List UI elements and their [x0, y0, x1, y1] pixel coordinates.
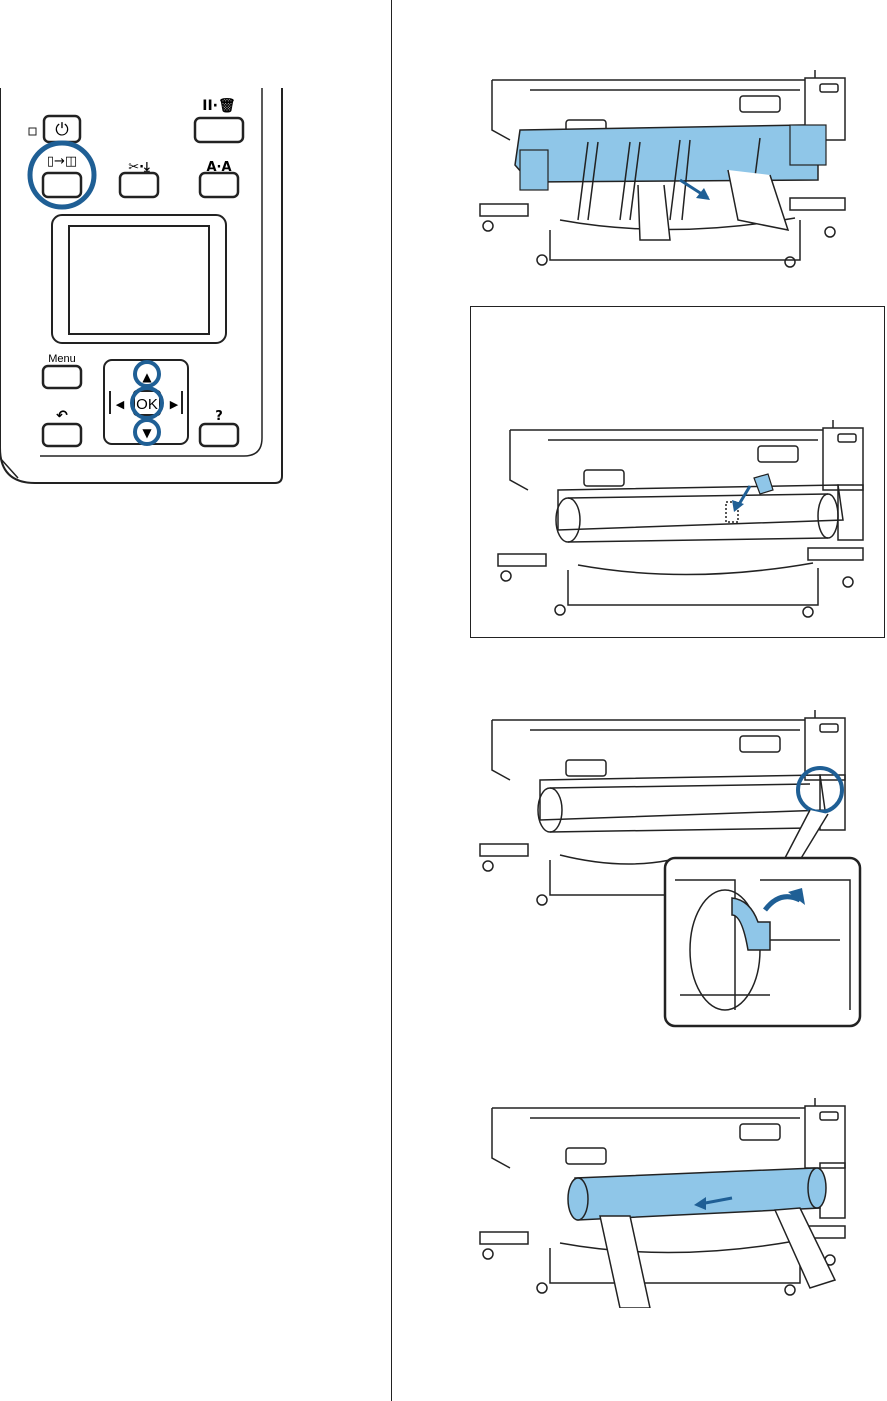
power-icon: ⏻ — [55, 120, 69, 140]
paper-source-button[interactable]: ▯→◫ — [43, 154, 81, 197]
cloth-tab — [754, 474, 773, 494]
menu-label: Menu — [48, 353, 76, 365]
printer-basket-hands-icon — [470, 70, 870, 270]
power-button[interactable]: ⏻ — [44, 116, 80, 142]
back-button[interactable] — [43, 424, 81, 446]
right-arrow-button[interactable]: ▶ — [170, 398, 179, 411]
printer-roll-hands-icon — [470, 1098, 870, 1308]
up-arrow-button[interactable]: ▲ — [142, 370, 152, 384]
ok-label: OK — [136, 396, 158, 413]
printer-roll-lever-zoom-icon — [470, 710, 870, 1030]
back-icon: ↶ — [56, 408, 68, 424]
left-arrow-button[interactable]: ◀ — [116, 398, 125, 411]
lever-zoom-inset — [665, 858, 860, 1026]
maintenance-button[interactable]: A·A — [200, 160, 238, 197]
cut-feed-button[interactable]: ✂·⤓ — [120, 160, 158, 197]
help-button[interactable] — [200, 424, 238, 446]
basket-cloth — [515, 125, 826, 190]
page-column-divider — [391, 0, 392, 1401]
lcd-screen — [52, 215, 226, 343]
menu-button[interactable] — [43, 366, 81, 388]
help-icon: ? — [215, 409, 223, 424]
down-arrow-button[interactable]: ▼ — [142, 426, 152, 440]
printer-control-panel: ⏻ II·🗑 ▯→◫ ✂·⤓ A·A Menu ↶ ? ▲ ◀ ▶ — [0, 88, 300, 488]
pause-cancel-button[interactable]: II·🗑 — [195, 97, 243, 142]
printer-basket-tab-icon — [488, 420, 868, 630]
power-light-icon — [29, 128, 36, 135]
pause-cancel-icon: II·🗑 — [202, 97, 236, 114]
paper-source-icon: ▯→◫ — [47, 154, 77, 169]
